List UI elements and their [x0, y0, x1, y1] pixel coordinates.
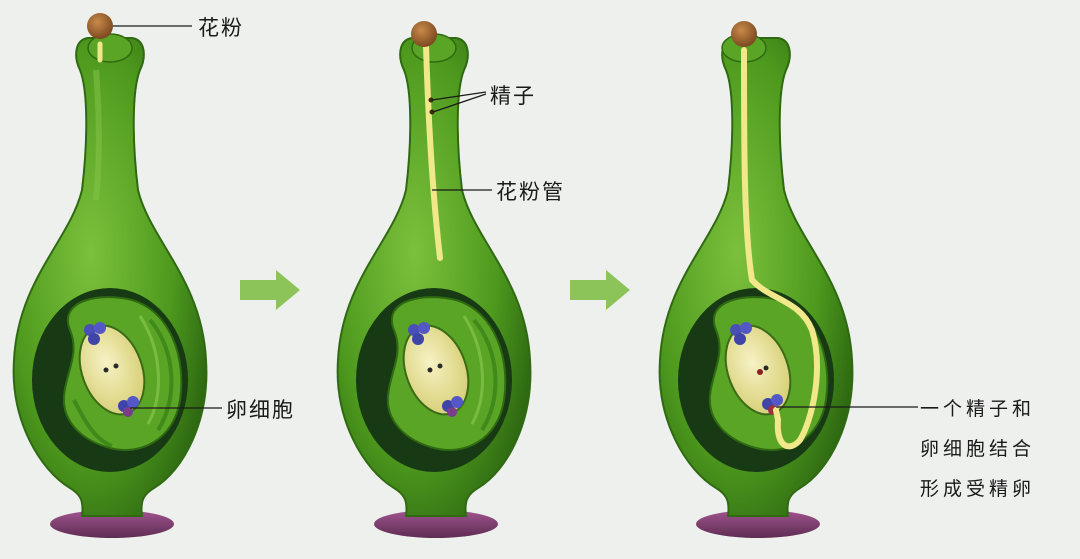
pollen-tube [741, 47, 820, 450]
pollen-grain [87, 13, 113, 39]
egg-cell [123, 407, 133, 417]
stigma [87, 33, 133, 63]
pollen-grain [731, 21, 757, 47]
caption-line-1: 一个精子和 [920, 398, 1036, 420]
label-pollen-tube: 花粉管 [496, 180, 565, 204]
arrow-right-icon [240, 270, 300, 310]
pistil-stage-2 [336, 21, 532, 538]
caption-line-2: 卵细胞结合 [920, 438, 1036, 460]
sperm [428, 97, 434, 103]
sperm-leader [431, 91, 487, 101]
pistil-stage-3 [658, 21, 918, 538]
label-sperm: 精子 [490, 84, 536, 108]
pollen-tube [423, 43, 443, 261]
caption-line-3: 形成受精卵 [920, 478, 1036, 500]
pollen-grain [411, 21, 437, 47]
label-pollen: 花粉 [198, 16, 244, 40]
pistil-stage-1 [12, 13, 222, 538]
arrow-right-icon [570, 270, 630, 310]
label-egg-cell: 卵细胞 [226, 398, 295, 422]
